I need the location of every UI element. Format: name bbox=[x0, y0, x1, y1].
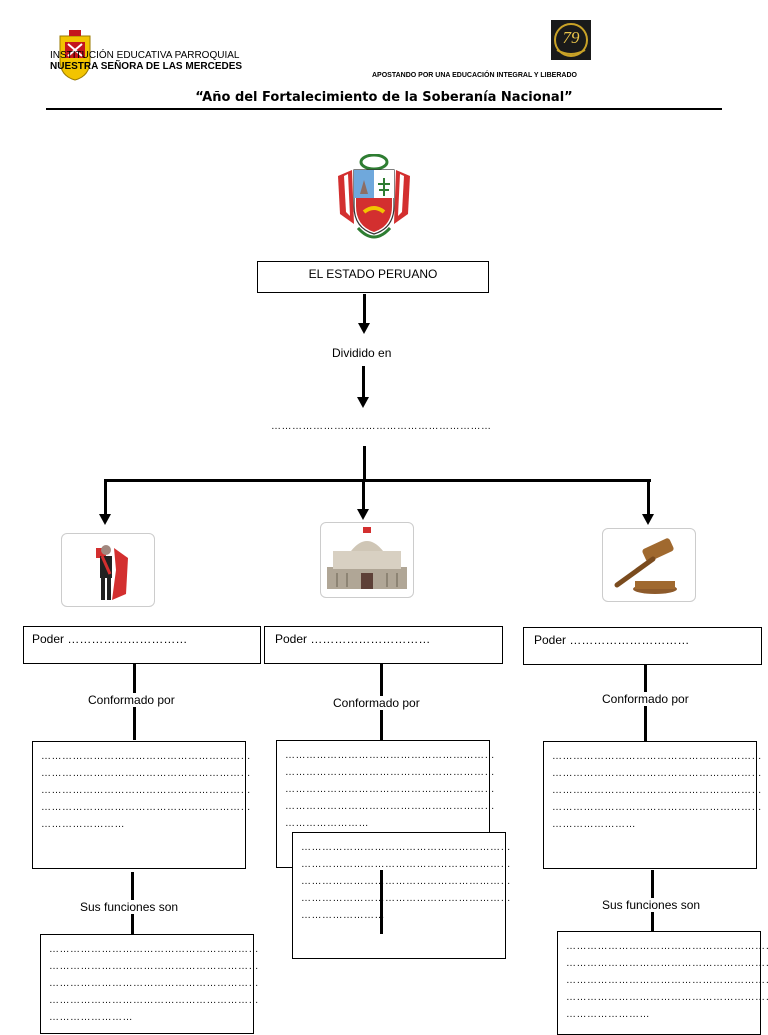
school-name-line1: INSTITUCIÓN EDUCATIVA PARROQUIAL bbox=[50, 50, 240, 61]
connector-mid-drop bbox=[362, 479, 365, 510]
anniversary-badge: 79 bbox=[551, 20, 591, 60]
branch1-conf-line: …………………………………………………… bbox=[41, 751, 251, 762]
branch3-conf-line: …………………………………………………… bbox=[552, 802, 762, 813]
branch3-func-line: …………………………………………………… bbox=[566, 958, 768, 969]
connector-right-head bbox=[642, 514, 654, 525]
connector-horizontal bbox=[105, 479, 651, 482]
branch3-poder-label: Poder ………………………… bbox=[534, 633, 690, 647]
branch1-func-line: …………………………………………………… bbox=[49, 944, 259, 955]
branch3-conf-line: …………………… bbox=[552, 819, 636, 830]
branch1-funciones-box: …………………………………………………… …………………………………………………… bbox=[40, 934, 259, 1034]
branch2-conf-line: …………………………………………………… bbox=[285, 784, 495, 795]
branch3-funciones-label: Sus funciones son bbox=[602, 898, 701, 912]
branch1-func-line: …………………… bbox=[49, 1012, 133, 1023]
branch2-conformado-label: Conformado por bbox=[333, 696, 420, 710]
branch2-func-line: …………………………………………………… bbox=[301, 859, 511, 870]
branch1-conf-line: …………………… bbox=[41, 819, 125, 830]
branch2-poder-box: Poder ………………………… bbox=[264, 626, 503, 664]
branch1-func-line: …………………………………………………… bbox=[49, 978, 259, 989]
branch1-funciones-label: Sus funciones son bbox=[80, 900, 179, 914]
branch3-conf-line: …………………………………………………… bbox=[552, 768, 762, 779]
branch1-func-line: …………………………………………………… bbox=[49, 995, 259, 1006]
branch1-conf-line: …………………………………………………… bbox=[41, 802, 251, 813]
branch2-func-line: …………………… bbox=[301, 910, 385, 921]
slogan: APOSTANDO POR UNA EDUCACIÓN INTEGRAL Y L… bbox=[372, 72, 577, 79]
branch3-funciones-box: …………………………………………………… …………………………………………………… bbox=[557, 931, 768, 1035]
branch2-conf-line: …………………………………………………… bbox=[285, 750, 495, 761]
branch2-line-b bbox=[380, 870, 383, 934]
header-divider bbox=[46, 108, 722, 110]
school-name-line2: NUESTRA SEÑORA DE LAS MERCEDES bbox=[50, 61, 243, 72]
gavel-picture bbox=[602, 528, 696, 602]
year-title: “Año del Fortalecimiento de la Soberanía… bbox=[195, 90, 573, 105]
branch1-conformado-label: Conformado por bbox=[88, 693, 175, 707]
branch2-funciones-box: …………………………………………………… …………………………………………………… bbox=[292, 832, 511, 959]
connector-left-drop bbox=[104, 479, 107, 515]
branch2-func-line: …………………………………………………… bbox=[301, 876, 511, 887]
school-crest bbox=[56, 30, 94, 82]
connector-mid-head bbox=[357, 509, 369, 520]
branch3-conformado-box: …………………………………………………… …………………………………………………… bbox=[543, 741, 762, 869]
branch2-poder-label: Poder ………………………… bbox=[275, 632, 431, 646]
divided-blank: ……………………………………………………… bbox=[271, 421, 492, 432]
president-picture bbox=[61, 533, 155, 607]
branch2-func-line: …………………………………………………… bbox=[301, 842, 511, 853]
arrow-root-stem bbox=[363, 294, 366, 324]
arrow-divided-head bbox=[357, 397, 369, 408]
branch3-func-line: …………………………………………………… bbox=[566, 975, 768, 986]
branch3-func-line: …………………………………………………… bbox=[566, 992, 768, 1003]
arrow-root-head bbox=[358, 323, 370, 334]
branch1-poder-label: Poder ………………………… bbox=[32, 632, 188, 646]
branch1-func-line: …………………………………………………… bbox=[49, 961, 259, 972]
branch2-conf-line: …………………… bbox=[285, 818, 369, 829]
branch2-conf-line: …………………………………………………… bbox=[285, 801, 495, 812]
branch2-conf-line: …………………………………………………… bbox=[285, 767, 495, 778]
connector-center-stem bbox=[363, 446, 366, 480]
branch3-func-line: …………………………………………………… bbox=[566, 941, 768, 952]
branch3-func-line: …………………… bbox=[566, 1009, 650, 1020]
branch1-conf-line: …………………………………………………… bbox=[41, 768, 251, 779]
branch1-poder-box: Poder ………………………… bbox=[23, 626, 261, 664]
arrow-divided-stem bbox=[362, 366, 365, 398]
branch3-conf-line: …………………………………………………… bbox=[552, 785, 762, 796]
branch3-poder-box: Poder ………………………… bbox=[523, 627, 762, 665]
connector-left-head bbox=[99, 514, 111, 525]
branch3-conformado-label: Conformado por bbox=[602, 692, 689, 706]
root-title: EL ESTADO PERUANO bbox=[308, 267, 438, 281]
congress-picture bbox=[320, 522, 414, 598]
branch1-conformado-box: …………………………………………………… …………………………………………………… bbox=[32, 741, 251, 869]
connector-right-drop bbox=[647, 479, 650, 515]
branch2-func-line: …………………………………………………… bbox=[301, 893, 511, 904]
anniversary-number: 79 bbox=[562, 28, 580, 47]
divided-label: Dividido en bbox=[332, 346, 392, 360]
branch1-conf-line: …………………………………………………… bbox=[41, 785, 251, 796]
peru-coat-of-arms bbox=[334, 153, 414, 244]
root-box: EL ESTADO PERUANO bbox=[257, 261, 489, 293]
branch3-conf-line: …………………………………………………… bbox=[552, 751, 762, 762]
